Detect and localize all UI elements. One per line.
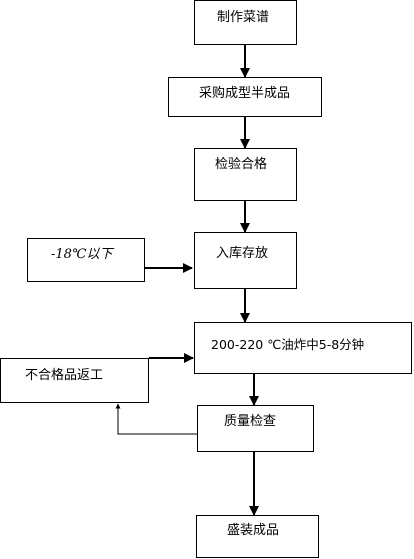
arrow-quality-to-rework — [115, 403, 197, 435]
node-reject-return-label: 不合格品返工 — [25, 368, 104, 383]
node-inspect-pass-label: 检验合格 — [215, 157, 268, 172]
node-package: 盛装成品 — [196, 515, 319, 558]
node-quality-check: 质量检查 — [197, 405, 314, 452]
node-fry-label: 200-220 ℃油炸中5-8分钟 — [211, 337, 365, 352]
node-temp-condition: -18℃以下 — [27, 238, 145, 282]
node-storage-label: 入库存放 — [216, 246, 269, 261]
node-make-menu: 制作菜谱 — [194, 0, 297, 45]
node-make-menu-label: 制作菜谱 — [217, 10, 270, 25]
node-reject-return: 不合格品返工 — [0, 358, 149, 403]
node-quality-check-label: 质量检查 — [224, 414, 277, 429]
node-purchase-label: 采购成型半成品 — [199, 86, 291, 101]
node-purchase: 采购成型半成品 — [168, 77, 322, 117]
node-fry: 200-220 ℃油炸中5-8分钟 — [194, 322, 412, 374]
node-temp-condition-label: -18℃以下 — [51, 247, 113, 262]
node-inspect-pass: 检验合格 — [194, 148, 297, 201]
node-package-label: 盛装成品 — [227, 523, 280, 538]
node-storage: 入库存放 — [194, 232, 297, 289]
